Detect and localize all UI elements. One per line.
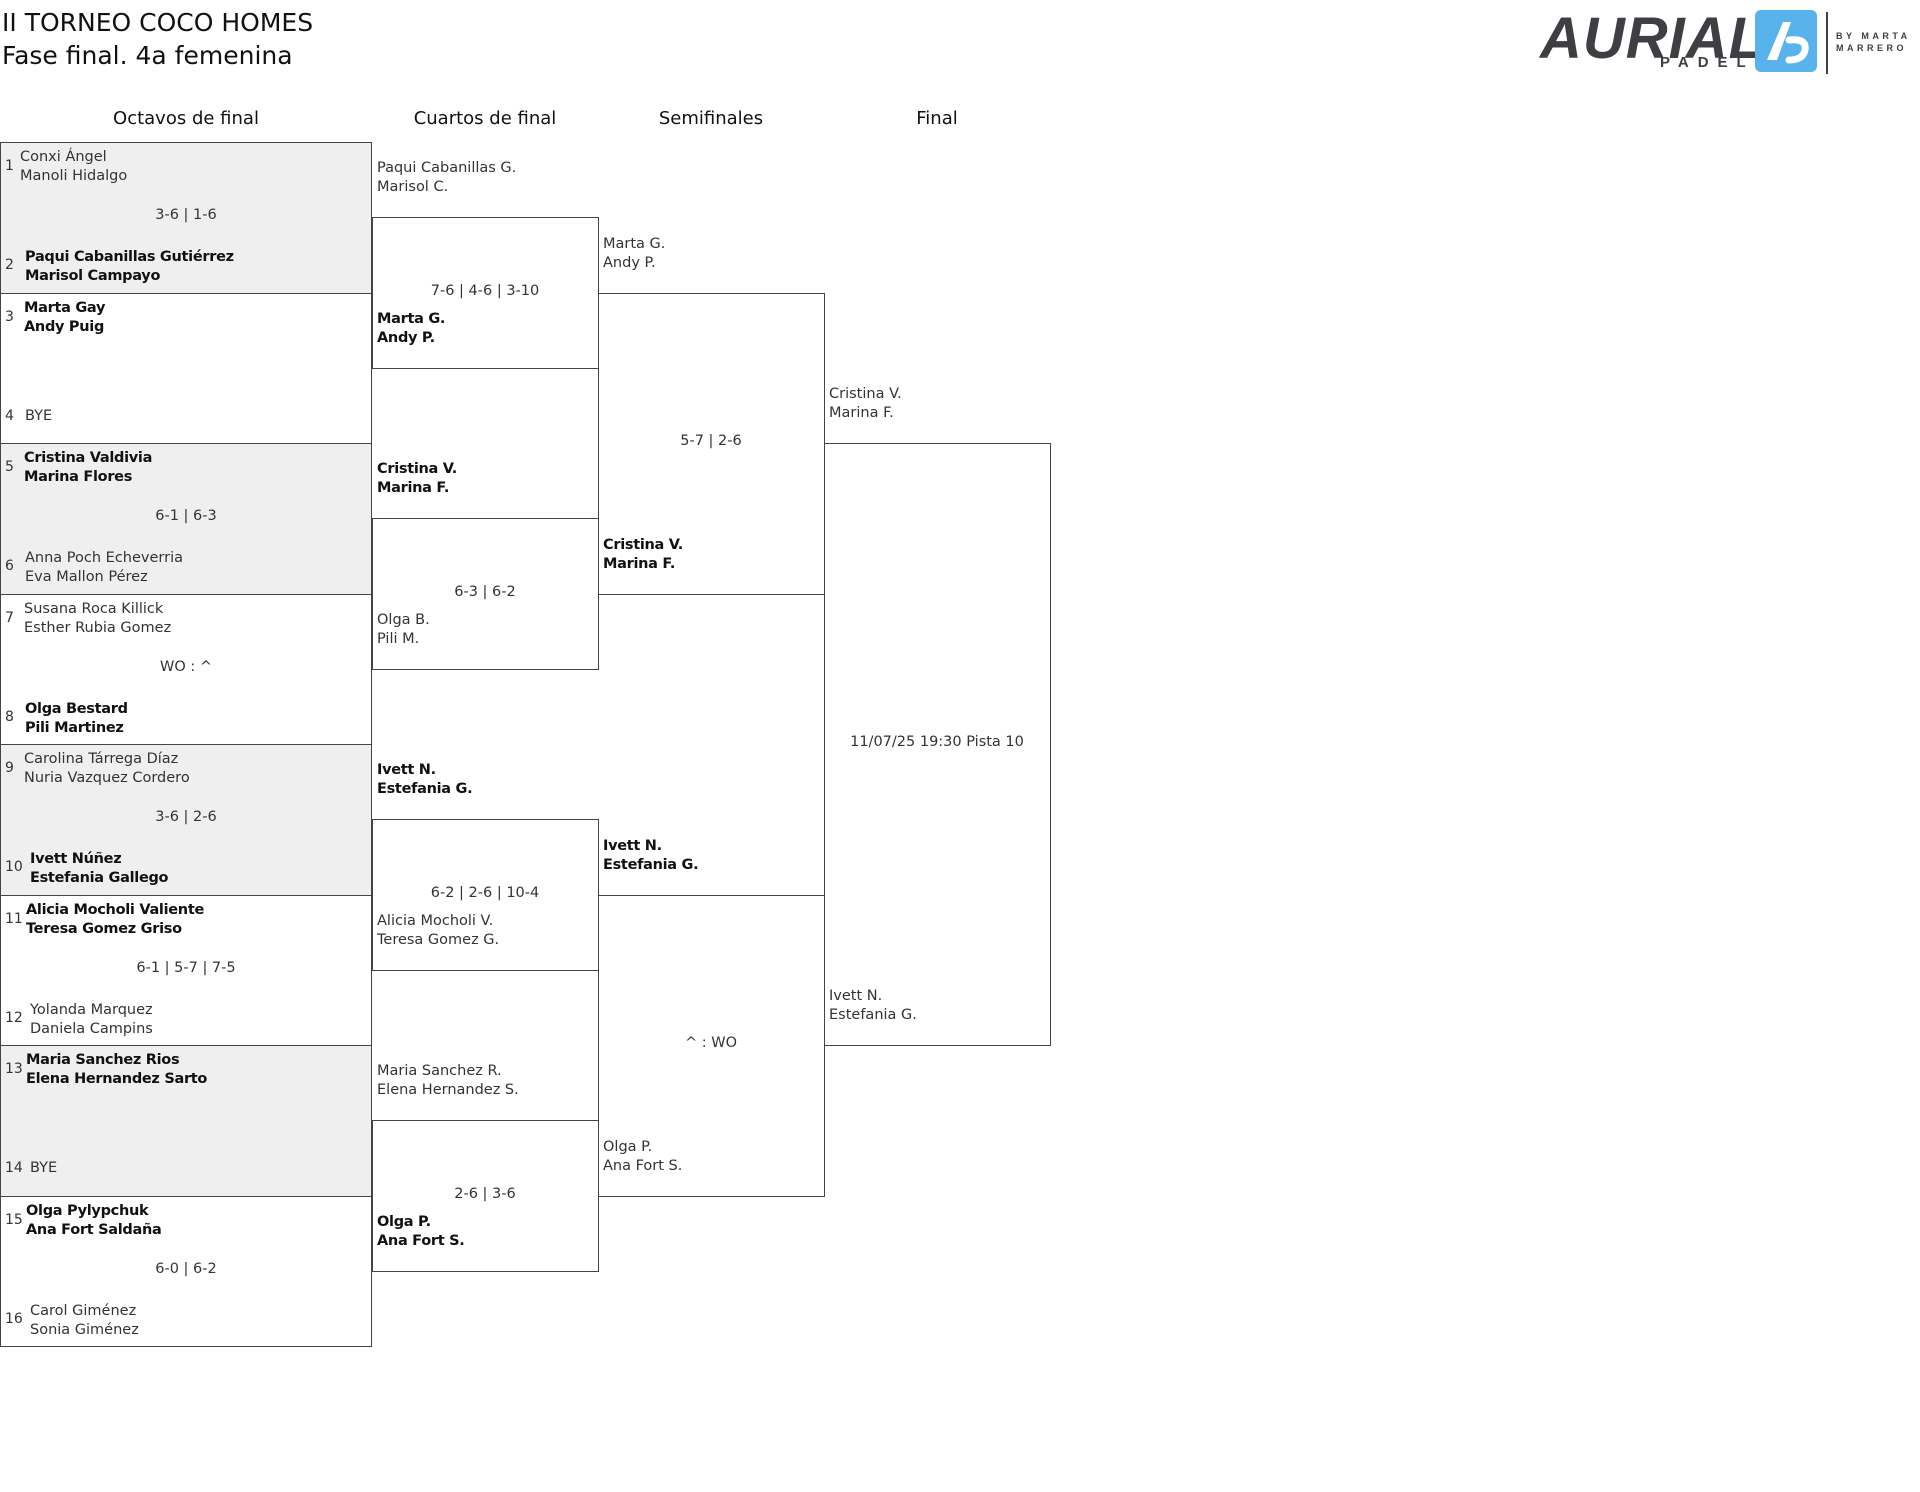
cuartos-team-entry: Alicia Mocholi V.Teresa Gomez G. <box>377 912 500 948</box>
final-team-entry: Cristina V.Marina F. <box>829 386 902 421</box>
cuartos-team-entry: Maria Sanchez R.Elena Hernandez S. <box>377 1063 519 1099</box>
page-subtitle: Fase final. 4a femenina <box>2 41 293 70</box>
seed-number: 13 <box>5 1061 23 1077</box>
semis-team-entry: Olga P.Ana Fort S. <box>603 1138 683 1174</box>
semis-team-entry: Marta G.Andy P. <box>603 235 666 271</box>
cuartos-team-entry: Ivett N.Estefania G. <box>377 762 473 798</box>
page-title: II TORNEO COCO HOMES <box>2 8 314 37</box>
bye-entry: BYE <box>25 407 53 424</box>
match-score: 6-1 | 6-3 <box>155 508 217 524</box>
cuartos-team-entry: Olga B.Pili M. <box>377 611 430 647</box>
logo-mark-icon <box>1755 10 1817 72</box>
final-score: 11/07/25 19:30 Pista 10 <box>850 734 1024 750</box>
cuartos-team-entry: Paqui Cabanillas G.Marisol C. <box>377 160 517 196</box>
seed-number: 3 <box>5 308 14 325</box>
seed-number: 9 <box>5 760 14 776</box>
cuartos-team-entry: Marta G.Andy P. <box>377 310 446 346</box>
seed-number: 11 <box>5 910 23 927</box>
match-score: 6-0 | 6-2 <box>155 1260 217 1277</box>
seed-number: 4 <box>5 407 14 424</box>
seed-number: 6 <box>5 558 14 574</box>
seed-number: 7 <box>5 609 14 626</box>
semis-team-entry: Ivett N.Estefania G. <box>603 837 699 873</box>
octavos-match <box>0 1195 372 1347</box>
octavos-match <box>0 443 372 595</box>
seed-number: 10 <box>5 859 23 875</box>
seed-number: 12 <box>5 1009 23 1026</box>
seed-number: 1 <box>5 158 14 174</box>
seed-number: 14 <box>5 1160 23 1176</box>
round-header-cuartos: Cuartos de final <box>413 108 557 129</box>
semis-score: ^ : WO <box>684 1035 737 1051</box>
seed-number: 5 <box>5 459 14 475</box>
aurial-padel-logo: AURIAL PADEL BY MARTA MARRERO <box>1540 8 1920 80</box>
logo-divider <box>1826 12 1828 74</box>
logo-byline: BY MARTA MARRERO <box>1836 31 1911 53</box>
octavos-match <box>0 142 372 294</box>
cuartos-team-entry: Cristina V.Marina F. <box>377 461 458 497</box>
seed-number: 8 <box>5 708 14 725</box>
cuartos-score: 2-6 | 3-6 <box>454 1185 516 1202</box>
round-header-semis: Semifinales <box>658 108 764 129</box>
octavos-match <box>0 1045 372 1197</box>
cuartos-team-entry: Olga P.Ana Fort S. <box>377 1213 465 1249</box>
seed-number: 15 <box>5 1211 23 1228</box>
seed-number: 2 <box>5 257 14 273</box>
match-score: 3-6 | 2-6 <box>155 809 217 825</box>
match-score: 6-1 | 5-7 | 7-5 <box>136 959 236 976</box>
bye-entry: BYE <box>30 1160 58 1176</box>
final-match <box>824 443 1051 1046</box>
final-team-entry: Ivett N.Estefania G. <box>829 988 917 1023</box>
match-score: WO : ^ <box>159 658 212 675</box>
semis-team-entry: Cristina V.Marina F. <box>603 536 684 572</box>
round-header-final: Final <box>916 108 958 129</box>
round-header-octavos: Octavos de final <box>113 108 259 129</box>
semis-score: 5-7 | 2-6 <box>680 433 742 449</box>
match-score: 3-6 | 1-6 <box>155 207 217 223</box>
seed-number: 16 <box>5 1310 23 1327</box>
octavos-match <box>0 744 372 896</box>
cuartos-score: 6-3 | 6-2 <box>454 583 516 600</box>
cuartos-score: 6-2 | 2-6 | 10-4 <box>430 884 540 901</box>
cuartos-score: 7-6 | 4-6 | 3-10 <box>430 282 540 299</box>
logo-brand-text: AURIAL <box>1540 6 1766 71</box>
logo-sub-text: PADEL <box>1660 54 1755 71</box>
